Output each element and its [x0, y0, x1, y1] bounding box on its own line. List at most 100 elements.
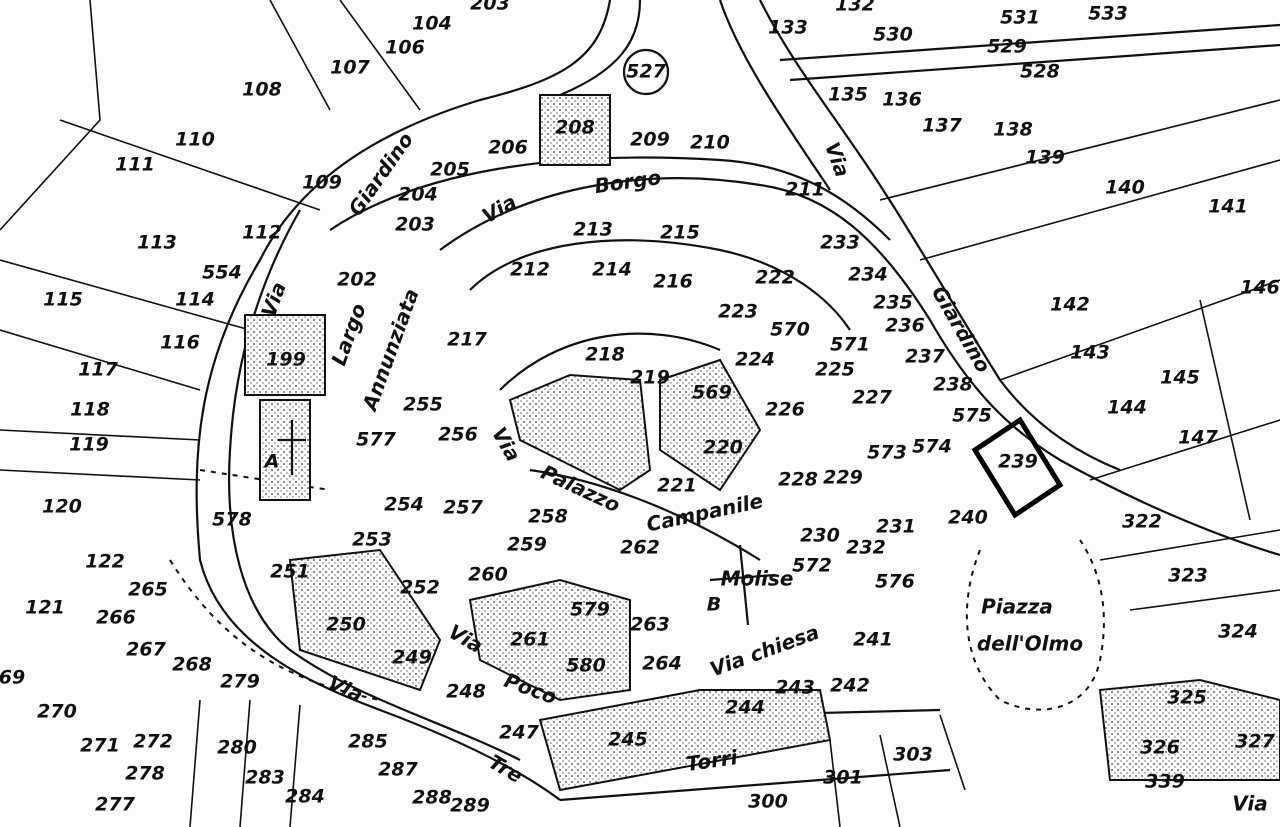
parcel-number-label: 322 — [1122, 511, 1162, 533]
parcel-number-label: 215 — [660, 222, 700, 244]
parcel-number-label: 247 — [499, 722, 539, 744]
parcel-number-label: 242 — [830, 675, 870, 697]
parcel-number-label: 109 — [302, 172, 342, 194]
cross-icon — [278, 420, 306, 475]
parcel-number-label: 224 — [735, 349, 775, 371]
parcel-number-label: 262 — [620, 537, 660, 559]
parcel-number-label: 110 — [175, 129, 215, 151]
parcel-number-label: 278 — [125, 763, 165, 785]
parcel-number-label: 240 — [948, 507, 988, 529]
parcel-number-label: 225 — [815, 359, 855, 381]
street-name-label: Via — [1232, 792, 1267, 816]
parcel-number-label: 233 — [820, 232, 860, 254]
parcel-number-label: 214 — [592, 259, 632, 281]
parcel-number-label: 571 — [830, 334, 870, 356]
parcel-number-label: 277 — [95, 794, 135, 816]
parcel-number-label: 303 — [893, 744, 933, 766]
parcel-number-label: 287 — [378, 759, 418, 781]
church-cross-icons — [278, 420, 776, 626]
parcel-number-label: 530 — [873, 24, 913, 46]
parcel-number-label: 213 — [573, 219, 613, 241]
parcel-number-label: 230 — [800, 525, 840, 547]
parcel-number-label: 531 — [1000, 7, 1040, 29]
parcel-number-label: 251 — [270, 561, 310, 583]
parcel-number-label: 264 — [642, 653, 682, 675]
cross-icon — [709, 544, 776, 626]
parcel-number-label: 144 — [1107, 397, 1147, 419]
parcel-number-label: 226 — [765, 399, 805, 421]
buildings — [244, 48, 1280, 792]
parcel-number-label: 203 — [470, 0, 510, 15]
street-name-label: dell'Olmo — [977, 632, 1083, 656]
parcel-number-label: 218 — [585, 344, 625, 366]
parcel-number-label: 232 — [846, 537, 886, 559]
parcel-number-label: 575 — [952, 405, 992, 427]
parcel-number-label: 235 — [873, 292, 913, 314]
parcel-number-label: 112 — [242, 222, 282, 244]
parcel-number-label: 279 — [220, 671, 260, 693]
parcel-number-label: 577 — [356, 429, 396, 451]
parcel-number-label: 108 — [242, 79, 282, 101]
parcel-number-label: 258 — [528, 506, 568, 528]
parcel-number-label: 285 — [348, 731, 388, 753]
street-name-label: Largo — [326, 300, 371, 369]
parcel-number-label: 323 — [1168, 565, 1208, 587]
parcel-number-label: 533 — [1088, 3, 1128, 25]
parcel-number-label: 267 — [126, 639, 166, 661]
parcel-number-label: 270 — [37, 701, 77, 723]
parcel-number-label: 580 — [566, 655, 606, 677]
parcel-number-label: 231 — [876, 516, 916, 538]
parcel-number-label: 528 — [1020, 61, 1060, 83]
parcel-number-label: 117 — [78, 359, 118, 381]
parcel-number-label: 237 — [905, 346, 945, 368]
parcel-number-label: 266 — [96, 607, 136, 629]
parcel-number-label: 217 — [447, 329, 487, 351]
parcel-number-label: 529 — [987, 36, 1027, 58]
parcel-number-label: 301 — [823, 767, 863, 789]
parcel-number-label: 121 — [25, 597, 65, 619]
parcel-number-label: 114 — [175, 289, 215, 311]
parcel-number-label: 573 — [867, 442, 907, 464]
parcel-number-label: 223 — [718, 301, 758, 323]
parcel-number-label: 325 — [1167, 687, 1207, 709]
parcel-number-label: 248 — [446, 681, 486, 703]
parcel-number-label: 211 — [785, 179, 825, 201]
parcel-number-label: 145 — [1160, 367, 1200, 389]
parcel-number-label: 252 — [400, 577, 440, 599]
parcel-number-label: 111 — [115, 154, 155, 176]
parcel-number-label: 249 — [392, 647, 432, 669]
parcel-number-label: 107 — [330, 57, 370, 79]
street-name-label: Piazza — [981, 595, 1053, 619]
street-name-label: Via chiesa — [707, 620, 823, 682]
parcel-number-label: 257 — [443, 497, 483, 519]
parcel-number-label: 227 — [852, 387, 892, 409]
parcel-number-label: 241 — [853, 629, 893, 651]
parcel-number-label: 250 — [326, 614, 366, 636]
parcel-number-label: 263 — [630, 614, 670, 636]
parcel-number-label: 202 — [337, 269, 377, 291]
parcel-number-label: 579 — [570, 599, 610, 621]
highlighted-parcel-outline — [971, 416, 1064, 519]
parcel-number-label: 572 — [792, 555, 832, 577]
parcel-number-label: 212 — [510, 259, 550, 281]
parcel-number-label: 280 — [217, 737, 257, 759]
parcel-number-label: 271 — [80, 735, 120, 757]
parcel-number-label: 578 — [212, 509, 252, 531]
parcel-number-label: 136 — [882, 89, 922, 111]
parcel-number-label: 243 — [775, 677, 815, 699]
parcel-number-label: 554 — [202, 262, 242, 284]
parcel-number-label: 106 — [385, 37, 425, 59]
parcel-number-label: 69 — [0, 667, 25, 689]
parcel-number-label: 574 — [912, 436, 952, 458]
parcel-number-label: 256 — [438, 424, 478, 446]
street-name-label: Via — [820, 139, 855, 181]
parcel-number-label: 208 — [555, 117, 595, 139]
parcel-number-label: 146 — [1240, 277, 1280, 299]
parcel-number-label: 576 — [875, 571, 915, 593]
street-name-label: Molise — [721, 567, 794, 591]
parcel-number-label: 259 — [507, 534, 547, 556]
parcel-number-label: 139 — [1025, 147, 1065, 169]
parcel-number-label: 253 — [352, 529, 392, 551]
parcel-number-label: 239 — [998, 451, 1038, 473]
